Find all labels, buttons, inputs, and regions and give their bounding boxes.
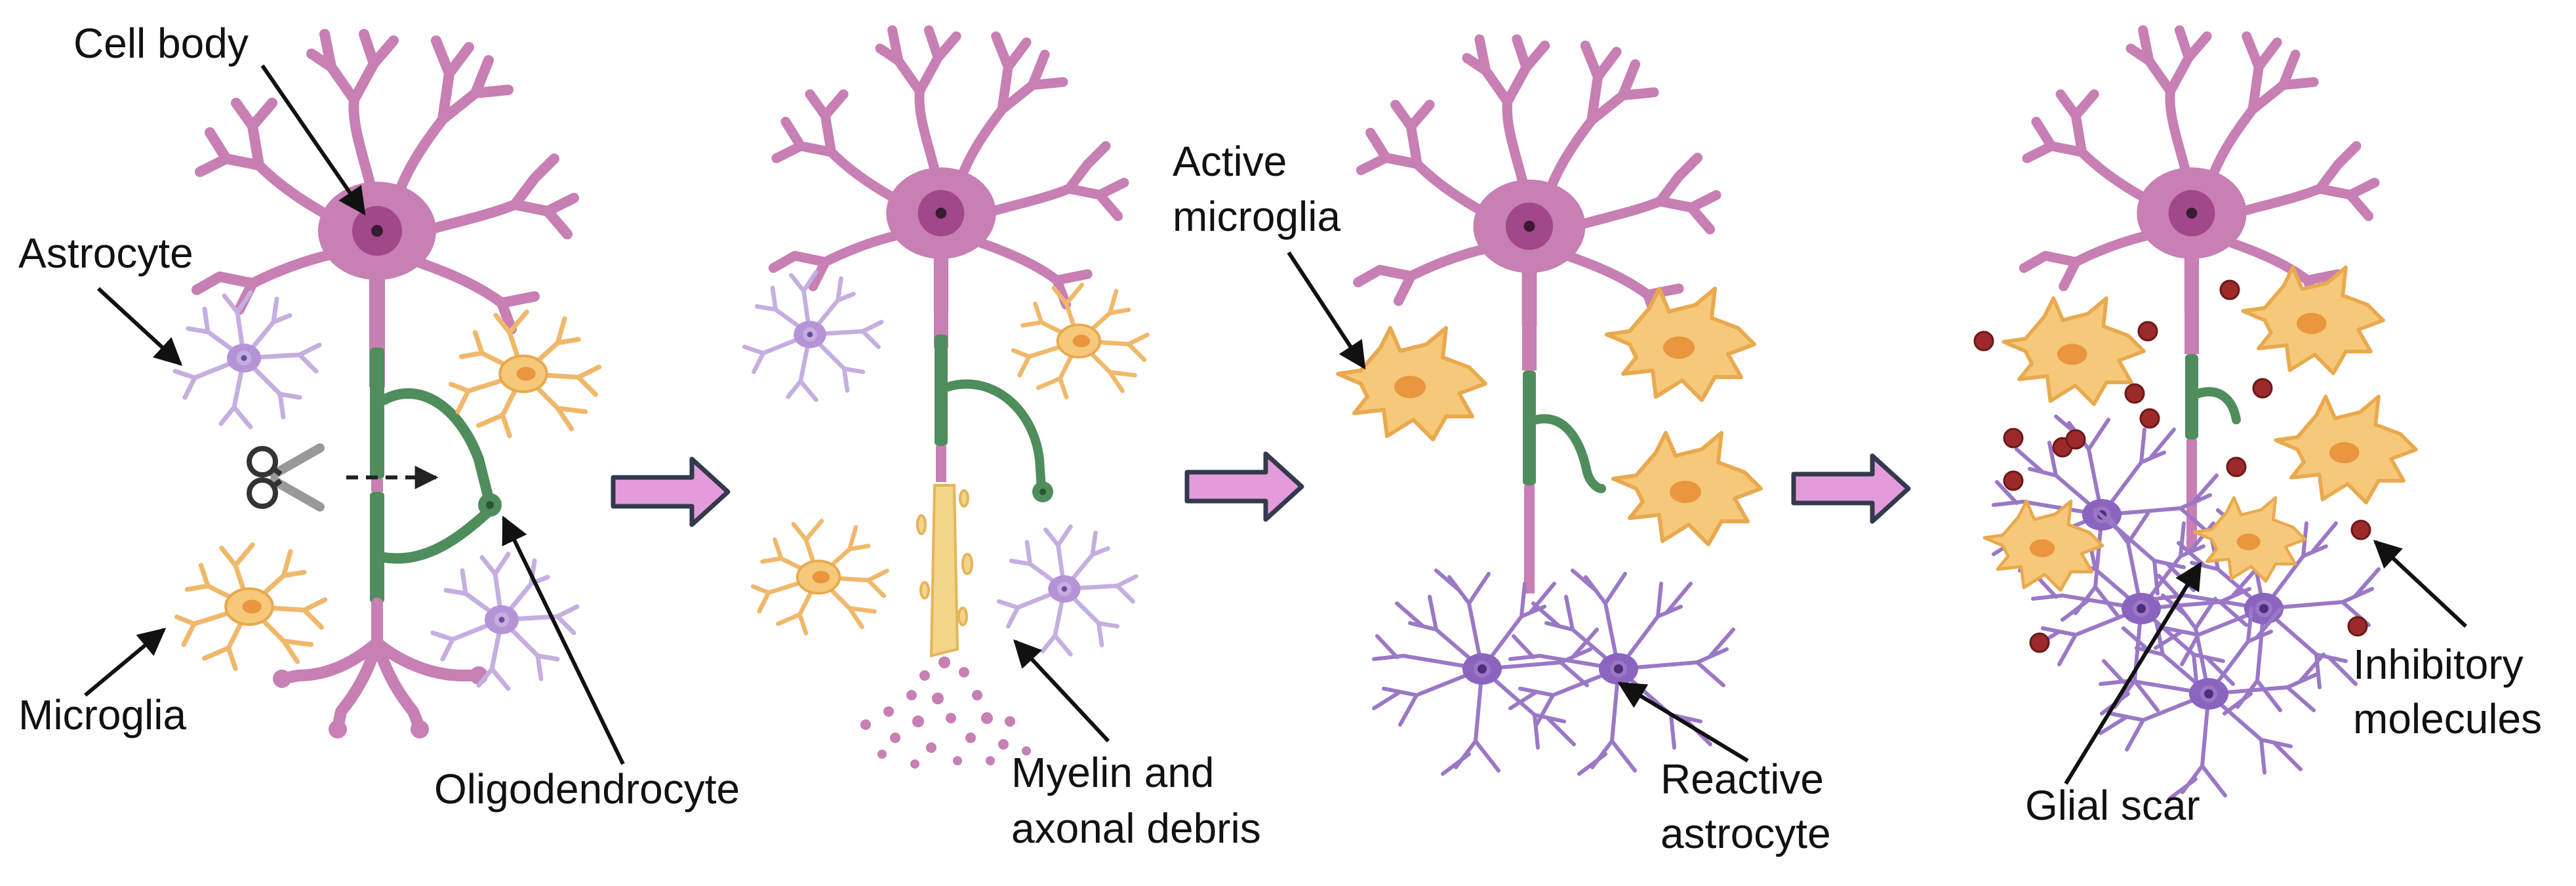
label-active-microglia-1: Active — [1173, 138, 1287, 185]
label-inhibitory-1: Inhibitory — [2353, 641, 2524, 688]
pointer-microglia — [84, 628, 167, 697]
pointer-reactive-astrocyte — [1617, 681, 1749, 763]
label-cell-body: Cell body — [73, 20, 249, 67]
pointer-glial-scar — [2064, 561, 2202, 785]
label-myelin-debris-1: Myelin and — [1011, 749, 1215, 796]
myelin-debris — [916, 484, 973, 658]
label-reactive-astrocyte-2: astrocyte — [1660, 810, 1831, 857]
label-reactive-astrocyte-1: Reactive — [1660, 755, 1824, 803]
pointer-active-microglia — [1287, 251, 1366, 370]
pointer-inhibitory — [2373, 540, 2468, 628]
stage-arrow-3 — [1794, 456, 1908, 521]
pointer-cell-body — [260, 64, 366, 216]
pointer-oligodendrocyte — [502, 515, 625, 765]
axonal-debris — [860, 656, 1031, 769]
panel-intact-neuron: Cell body Astrocyte Microglia Oligodendr… — [18, 20, 740, 813]
myelin-sheath-lower — [370, 492, 384, 603]
pointer-myelin-debris — [1013, 639, 1110, 743]
myelin-sheath-upper — [370, 348, 384, 479]
panel-inflammation: Active microglia Reactive astrocyte — [1173, 39, 1831, 857]
label-myelin-debris-2: axonal debris — [1011, 805, 1261, 852]
label-astrocyte: Astrocyte — [18, 230, 193, 277]
scissors-icon — [247, 443, 325, 512]
label-glial-scar: Glial scar — [2025, 782, 2200, 829]
neuron-4 — [2024, 30, 2375, 551]
stage-arrow-1 — [613, 459, 728, 525]
neuron-1 — [197, 34, 574, 738]
neuron-3 — [1358, 39, 1716, 594]
label-oligodendrocyte: Oligodendrocyte — [434, 765, 740, 813]
label-active-microglia-2: microglia — [1173, 193, 1340, 240]
panel-degeneration: Myelin and axonal debris — [744, 30, 1261, 852]
label-microglia: Microglia — [18, 691, 186, 738]
panel-glial-scar: Glial scar Inhibitory molecules — [1973, 30, 2542, 829]
label-inhibitory-2: molecules — [2353, 695, 2542, 742]
stage-arrow-2 — [1187, 454, 1302, 519]
neuron-2 — [773, 30, 1124, 502]
inhibitory-molecules — [1973, 279, 2371, 653]
pointer-astrocyte — [96, 287, 183, 366]
